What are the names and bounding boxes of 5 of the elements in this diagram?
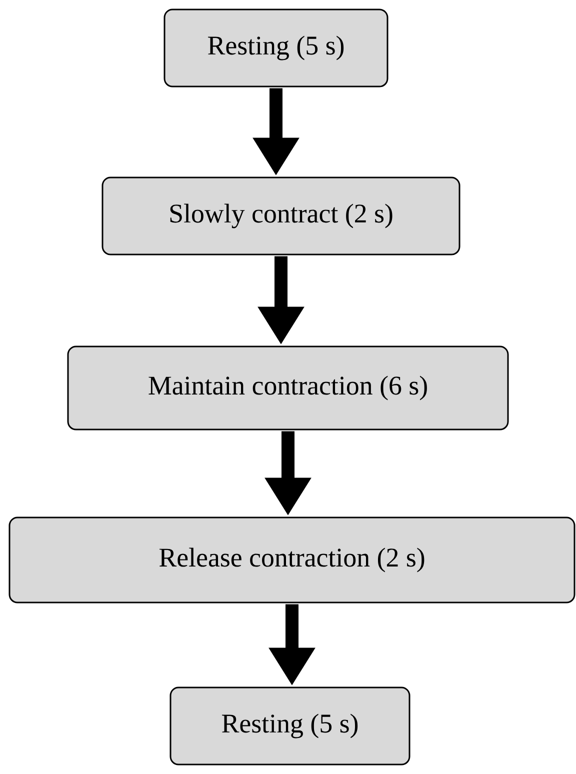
step-box: Resting (5 s) <box>164 8 388 88</box>
step-box: Slowly contract (2 s) <box>102 176 460 256</box>
step-box: Resting (5 s) <box>170 686 410 766</box>
step-box: Release contraction (2 s) <box>8 516 576 604</box>
step-box: Maintain contraction (6 s) <box>67 346 509 430</box>
